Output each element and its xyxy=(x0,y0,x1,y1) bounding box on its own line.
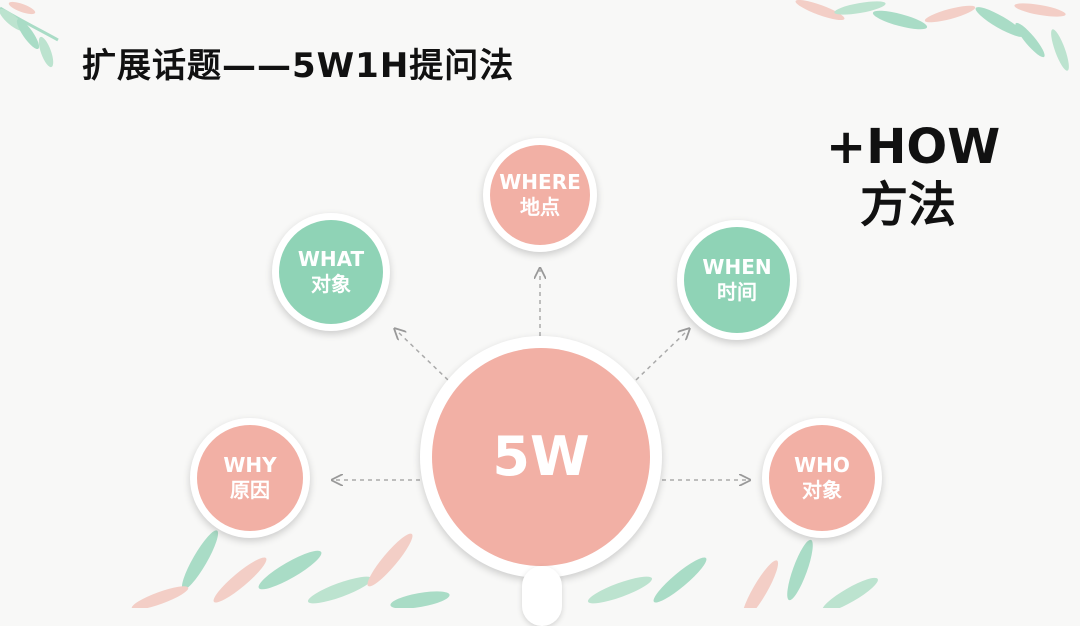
center-5w-label: 5W xyxy=(492,425,590,488)
where-node-zh: 地点 xyxy=(520,195,560,219)
when-node-inner: WHEN 时间 xyxy=(684,227,790,333)
page-title: 扩展话题——5W1H提问法 xyxy=(82,46,515,86)
when-node-zh: 时间 xyxy=(717,280,757,304)
who-node: WHO 对象 xyxy=(762,418,882,538)
when-node-en: WHEN xyxy=(702,255,772,279)
slide: 扩展话题——5W1H提问法 +HOW 方法 5W WHERE 地点 WHAT 对… xyxy=(0,0,1080,608)
where-node-inner: WHERE 地点 xyxy=(490,145,590,245)
center-5w-circle: 5W xyxy=(420,336,662,578)
connector-arrows xyxy=(0,0,1080,608)
center-5w-inner: 5W xyxy=(432,348,650,566)
when-node: WHEN 时间 xyxy=(677,220,797,340)
who-node-inner: WHO 对象 xyxy=(769,425,875,531)
who-node-en: WHO xyxy=(794,453,850,477)
why-node-en: WHY xyxy=(223,453,277,477)
who-node-zh: 对象 xyxy=(802,478,842,502)
how-label: +HOW 方法 xyxy=(826,118,1000,234)
how-line-1: +HOW xyxy=(826,119,1001,175)
what-node: WHAT 对象 xyxy=(272,213,390,331)
arrow-to-what xyxy=(396,330,449,381)
what-node-en: WHAT xyxy=(297,247,365,271)
why-node-inner: WHY 原因 xyxy=(197,425,303,531)
what-node-zh: 对象 xyxy=(311,272,351,296)
arrow-to-when xyxy=(635,330,688,381)
bottom-decorative-knob xyxy=(522,566,562,626)
why-node-zh: 原因 xyxy=(230,478,270,502)
how-line-2: 方法 xyxy=(860,177,957,233)
why-node: WHY 原因 xyxy=(190,418,310,538)
where-node-en: WHERE xyxy=(499,170,581,194)
what-node-inner: WHAT 对象 xyxy=(279,220,383,324)
where-node: WHERE 地点 xyxy=(483,138,597,252)
decorative-leaves xyxy=(0,0,1069,608)
